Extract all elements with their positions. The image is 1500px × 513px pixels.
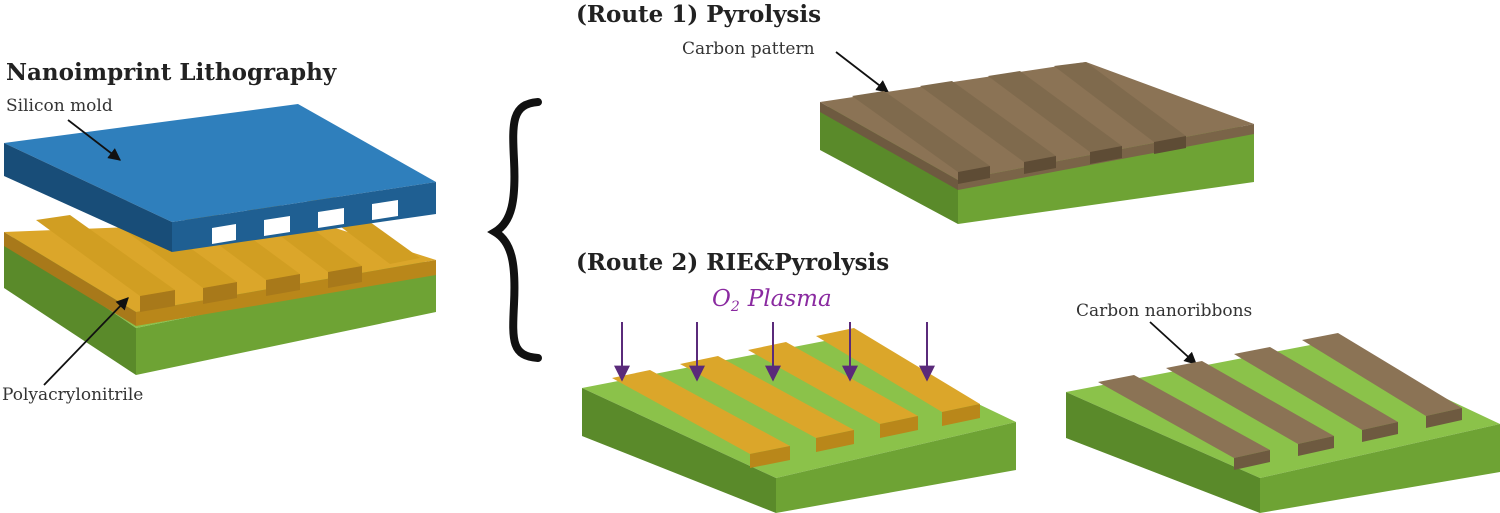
nil-panel: Nanoimprint Lithography [2,59,436,405]
route1-panel: (Route 1) Pyrolysis Carbon pattern [576,1,1254,224]
mold-teeth [212,200,398,244]
polyacrylonitrile-label: Polyacrylonitrile [2,385,143,405]
silicon-mold-arrow [67,119,121,161]
o2-plasma-subscript: 2 [730,299,740,315]
nil-title: Nanoimprint Lithography [6,59,337,86]
carbon-nanoribbons-label: Carbon nanoribbons [1076,301,1252,321]
plasma-arrows [614,322,935,382]
carbon-pattern-label: Carbon pattern [682,39,815,59]
route1-title: (Route 1) Pyrolysis [576,1,821,28]
route2-panel: (Route 2) RIE&Pyrolysis O2 Plasma [576,249,1500,513]
carbon-nanoribbons [1098,333,1462,470]
curly-brace [487,98,542,362]
carbon-pattern-arrow [835,51,889,93]
silicon-mold-label: Silicon mold [6,96,113,116]
o2-plasma-label: O2 Plasma [712,286,832,315]
carbon-nanoribbons-arrow [1149,321,1197,365]
o2-plasma-word: Plasma [747,286,832,312]
polyacrylonitrile-arrow [43,297,129,386]
silicon-mold [4,104,436,252]
o2-plasma-o: O [712,286,731,312]
route2-polymer-strips [612,328,980,468]
route1-carbon-layer [820,62,1254,190]
route1-carbon-ridges [852,62,1186,184]
route2-title: (Route 2) RIE&Pyrolysis [576,249,889,276]
